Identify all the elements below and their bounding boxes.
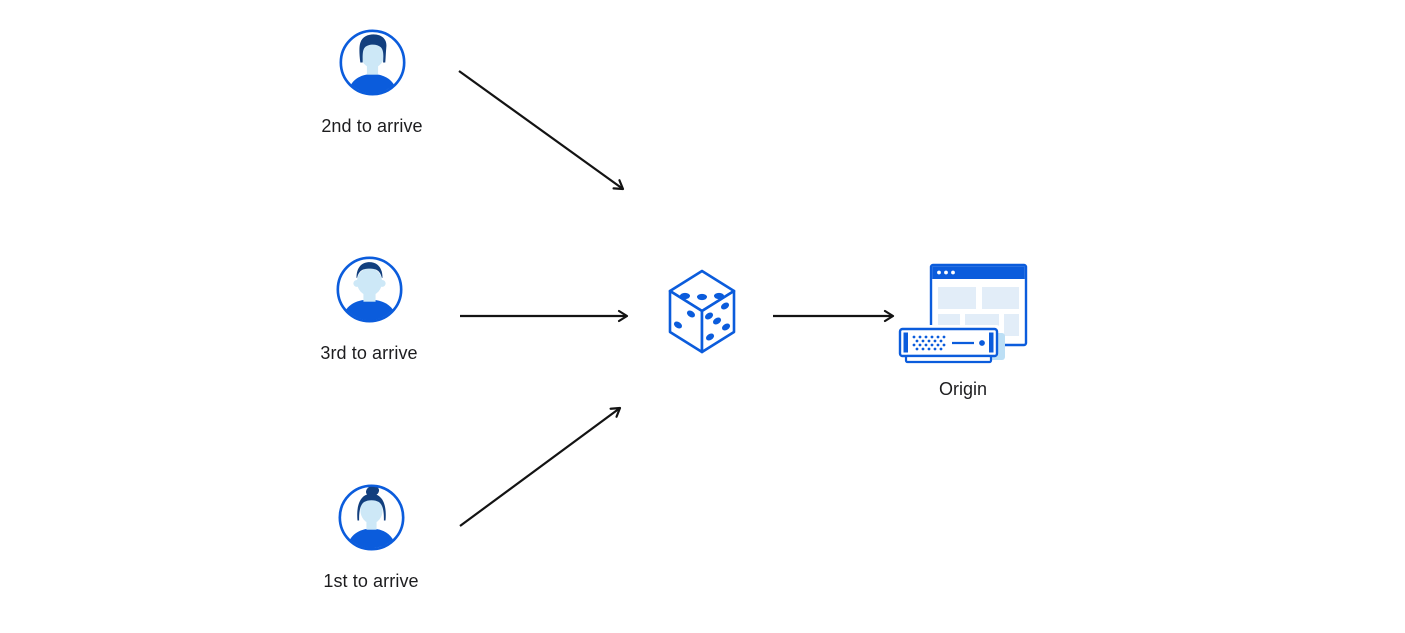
- arrow-visitor1st-to-dice: [459, 406, 622, 527]
- node-label: 1st to arrive: [323, 571, 419, 591]
- node-origin: Origin: [896, 262, 1030, 400]
- node-label: 3rd to arrive: [320, 343, 418, 363]
- origin-server-browser-icon: [897, 263, 1028, 364]
- node-randomizer: [667, 269, 737, 354]
- node-visitor-1st: 1st to arrive: [301, 484, 441, 591]
- node-label: 2nd to arrive: [321, 116, 423, 136]
- dice-icon: [668, 269, 736, 354]
- person-avatar-male-swept-hair-icon: [339, 29, 405, 96]
- node-label: Origin: [938, 379, 987, 399]
- person-avatar-female-bun-icon: [338, 484, 404, 551]
- arrow-visitor2nd-to-dice: [458, 70, 625, 191]
- node-visitor-3rd: 3rd to arrive: [299, 256, 439, 363]
- node-visitor-2nd: 2nd to arrive: [302, 29, 442, 136]
- person-avatar-male-short-hair-icon: [336, 256, 402, 323]
